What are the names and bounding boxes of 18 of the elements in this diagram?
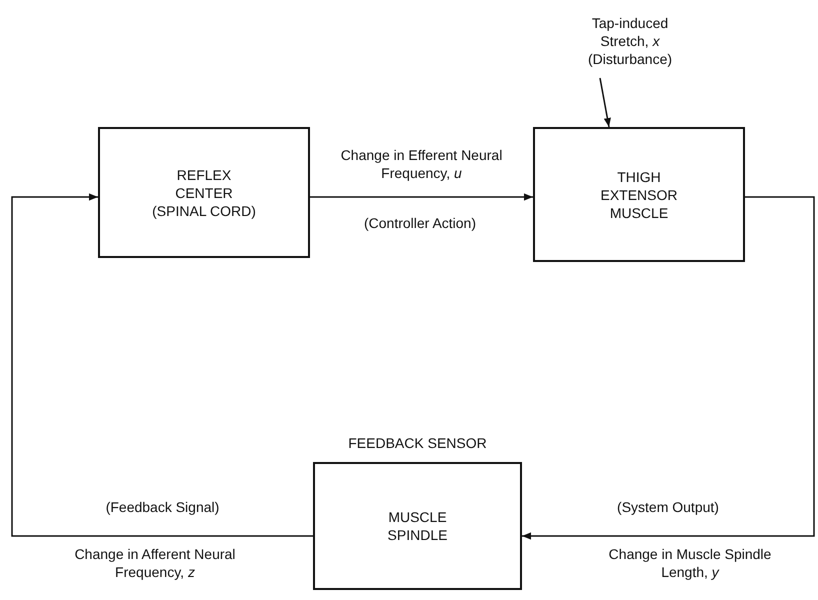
box-label: REFLEX CENTER (SPINAL CORD): [151, 166, 257, 220]
process-box: [313, 462, 522, 590]
edge-label: Change in Efferent Neural Frequency, u: [340, 146, 504, 182]
arrow: [310, 193, 533, 201]
box-heading: FEEDBACK SENSOR: [347, 434, 488, 452]
edge-label: (Feedback Signal): [104, 498, 220, 516]
process-box: [533, 127, 745, 262]
process-box: [98, 127, 310, 258]
box-label: THIGH EXTENSOR MUSCLE: [599, 168, 678, 222]
signal-label: Change in Afferent Neural Frequency, z: [74, 545, 236, 581]
arrow: [522, 196, 815, 540]
disturbance-label: Tap-induced Stretch, x (Disturbance): [586, 14, 674, 68]
box-label: MUSCLE SPINDLE: [386, 508, 448, 544]
signal-label: (Controller Action): [362, 214, 478, 232]
arrow: [599, 78, 611, 128]
signal-label: Change in Muscle Spindle Length, y: [608, 545, 772, 581]
edge-label: (System Output): [616, 498, 720, 516]
arrow: [11, 193, 313, 537]
